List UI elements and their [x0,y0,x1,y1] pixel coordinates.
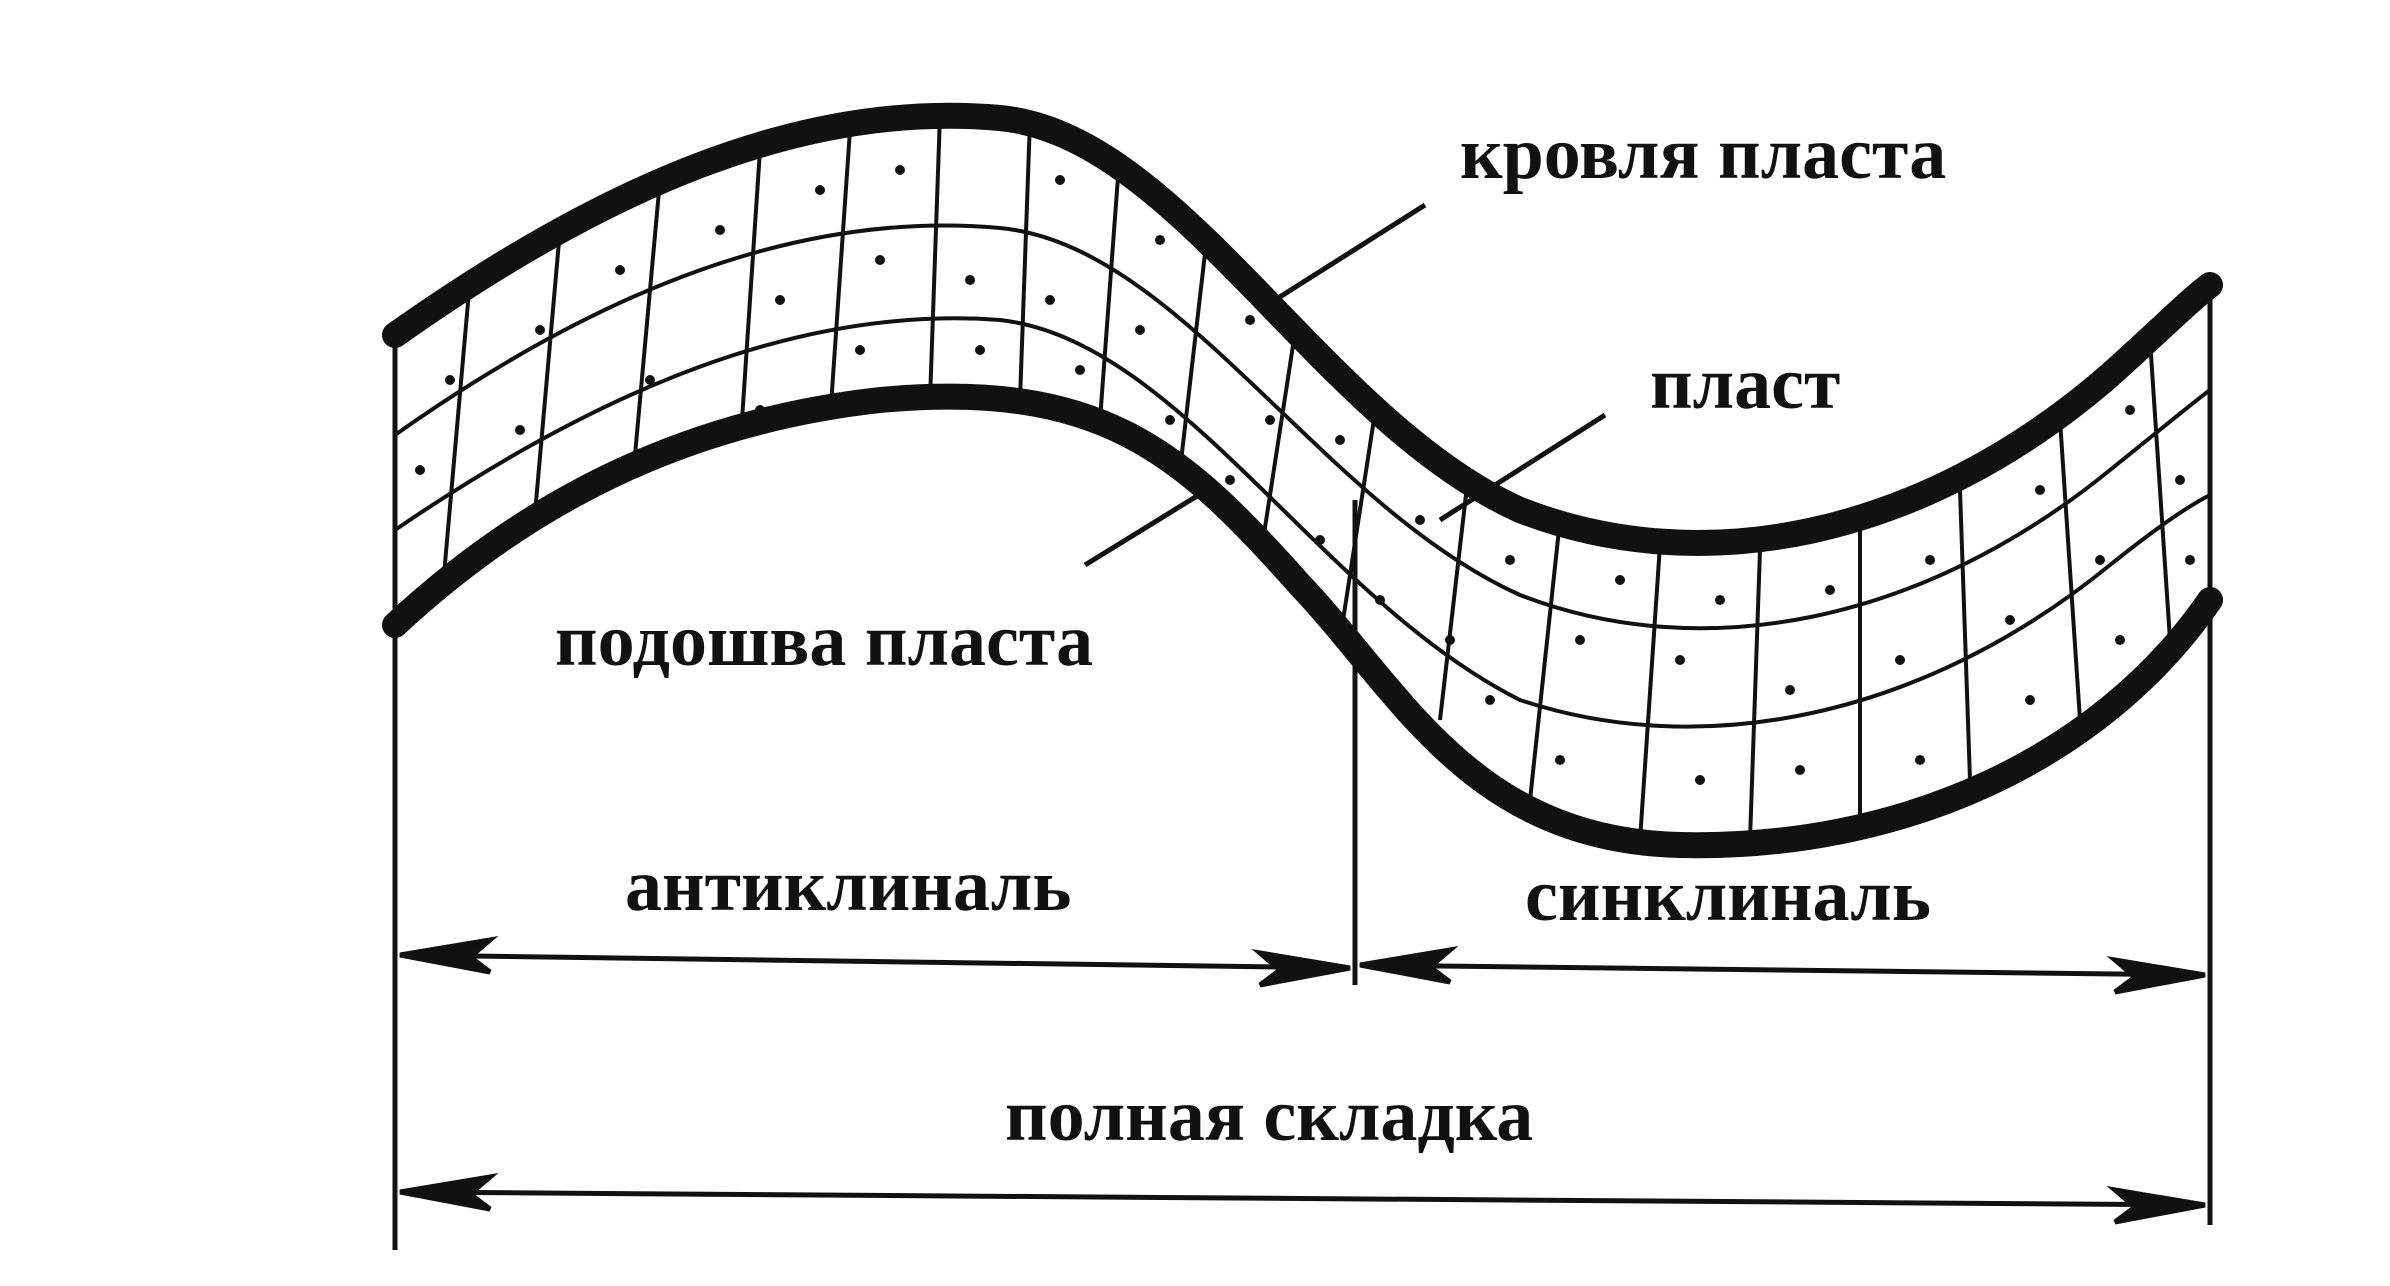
full-fold-arrow [399,1173,2206,1225]
full-fold-label: полная складка [1005,1075,1533,1157]
bedding-line [395,316,2210,729]
anticline-arrow [399,936,1351,988]
sole-line [382,383,2223,859]
layer-label: пласт [1650,343,1840,425]
sand-dots[interactable] [415,165,2195,785]
roof-line [382,102,2223,556]
sole-label: подошва пласта [555,600,1093,682]
bedding-line [395,223,2210,631]
roof-label: кровля пласта [1460,113,1946,195]
syncline-arrow [1359,946,2206,995]
anticline-label: антиклиналь [625,845,1071,927]
sole-leader [1083,485,1212,568]
layer-leader [1438,412,1607,523]
syncline-label: синклиналь [1525,855,1931,937]
roof-leader [1273,202,1427,303]
